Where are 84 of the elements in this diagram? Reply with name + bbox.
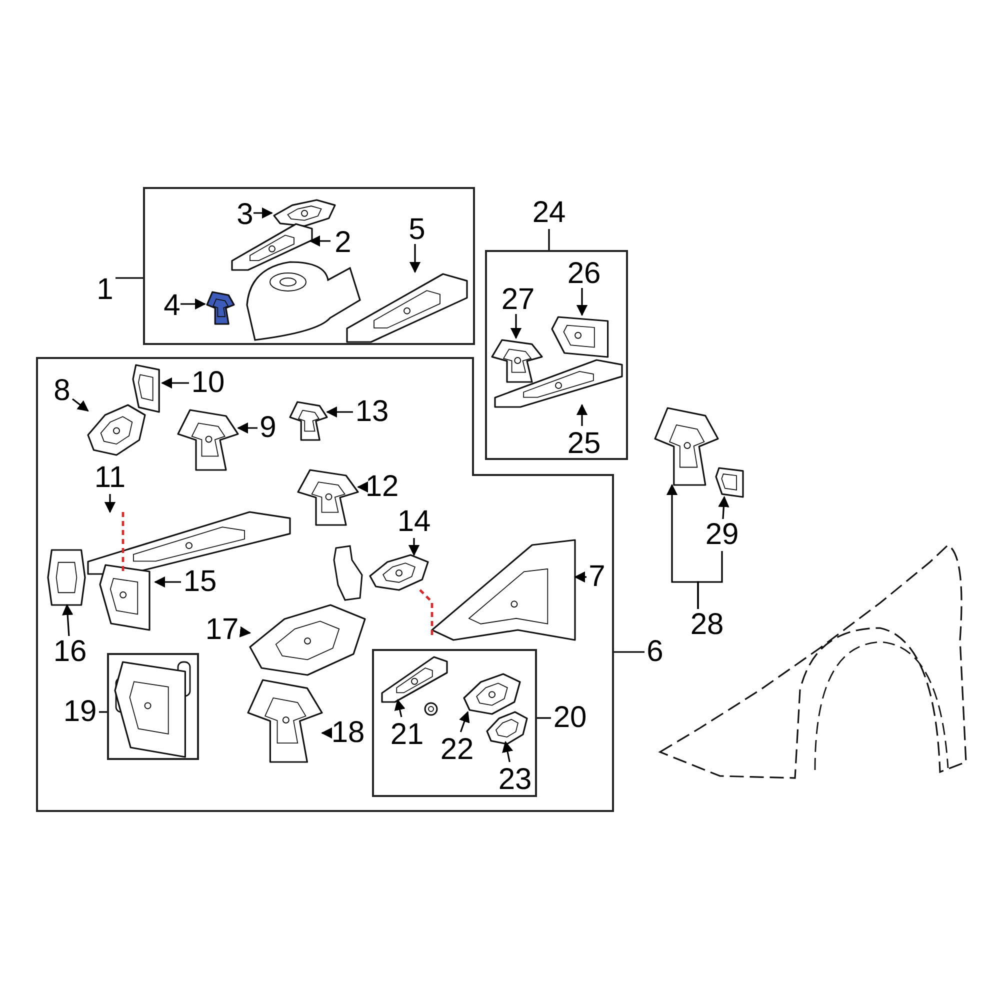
leader-arrow: [326, 406, 353, 418]
leader-arrow: [160, 377, 189, 389]
group-frame: [485, 250, 628, 460]
leader-arrow: [459, 710, 470, 732]
callout-number: 10: [189, 367, 227, 399]
part-drawing: [88, 405, 145, 455]
part-drawing: [290, 402, 327, 440]
leader-arrow: [408, 538, 420, 556]
callout-number: 4: [162, 290, 182, 322]
callout-number: 17: [203, 614, 241, 646]
leader-arrow: [356, 481, 368, 493]
leader-arrow: [180, 298, 206, 310]
part-drawing: [464, 674, 520, 714]
group-frame: [143, 187, 475, 345]
callout-number: 28: [688, 609, 726, 641]
callout-number: 21: [388, 719, 426, 751]
leader-arrow: [104, 494, 116, 514]
callout-number: 1: [94, 274, 116, 306]
callout-number: 3: [234, 199, 256, 231]
callout-number: 24: [530, 197, 568, 229]
part-drawing: [492, 340, 542, 382]
callout-number: 25: [565, 428, 603, 460]
part-drawing: [382, 657, 447, 702]
leader-arrow: [236, 422, 258, 434]
callout-number: 19: [61, 696, 99, 728]
leader-arrow: [154, 576, 181, 588]
part-drawing: [207, 292, 234, 324]
callout-number: 15: [181, 566, 219, 598]
callout-number: 26: [565, 258, 603, 290]
callout-number: 16: [51, 636, 89, 668]
leader-arrow: [576, 288, 588, 316]
callout-number: 12: [363, 471, 401, 503]
leader-line: [99, 711, 107, 713]
part-drawing: [178, 410, 238, 470]
leader-arrow: [239, 626, 252, 638]
leader-arrow: [62, 604, 74, 636]
leader-arrow: [510, 314, 522, 340]
leader-arrow: [574, 571, 586, 583]
part-drawing: [432, 540, 575, 640]
part-drawing: [347, 274, 467, 342]
part-drawing: [274, 200, 335, 226]
callout-number: 5: [406, 214, 428, 246]
leader-line: [537, 717, 551, 719]
callout-number: 9: [258, 412, 278, 444]
part-drawing: [250, 605, 365, 675]
callout-number: 2: [332, 227, 354, 259]
part-drawing: [298, 470, 358, 525]
leader-line: [614, 651, 644, 653]
part-drawing: [232, 224, 312, 270]
callout-number: 27: [499, 284, 537, 316]
callout-number: 29: [703, 519, 741, 551]
callout-number: 20: [551, 702, 589, 734]
part-drawing: [487, 712, 527, 744]
leader-arrow: [409, 244, 421, 274]
callout-number: 8: [52, 375, 72, 407]
part-drawing: [248, 680, 322, 762]
part-drawing: [495, 360, 622, 407]
group-frame: [107, 653, 199, 760]
callout-number: 14: [395, 506, 433, 538]
leader-line: [697, 551, 723, 609]
part-drawing: [133, 365, 162, 412]
leader-arrow: [320, 727, 332, 739]
group-frame: [372, 649, 537, 797]
part-drawing: [370, 555, 428, 590]
leader-arrow: [72, 398, 89, 412]
callout-number: 6: [644, 636, 666, 668]
leader-line: [548, 229, 550, 250]
leader-arrow: [576, 404, 588, 426]
part-drawing: [48, 550, 85, 605]
leader-arrow: [254, 207, 274, 219]
callout-number: 7: [586, 561, 608, 593]
leader-arrow: [394, 698, 406, 718]
callout-number: 18: [329, 717, 367, 749]
leader-arrow: [718, 496, 730, 520]
callout-number: 11: [91, 462, 129, 494]
leader-arrow: [308, 235, 330, 247]
callout-number: 22: [438, 734, 476, 766]
leader-arrow: [502, 740, 514, 762]
part-drawing: [716, 468, 746, 497]
leader-line: [116, 277, 143, 279]
group-frame: [36, 357, 614, 812]
callout-number: 23: [496, 764, 534, 796]
callout-number: 13: [353, 396, 391, 428]
part-drawing: [655, 408, 718, 485]
